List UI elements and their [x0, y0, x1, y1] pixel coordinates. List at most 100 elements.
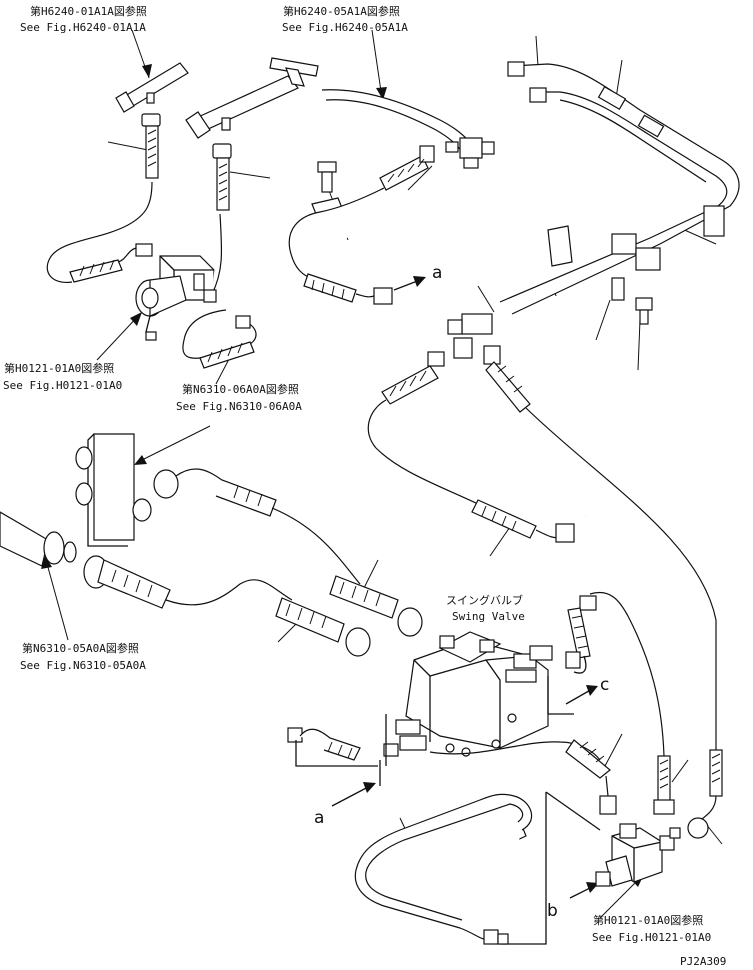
- hose-hatch: [147, 129, 157, 167]
- hose-hatch: [111, 569, 153, 598]
- figure-code: PJ2A309: [680, 955, 726, 968]
- lower-valve-port: [619, 823, 637, 839]
- pipe-upper-hatched: [329, 575, 399, 619]
- swing-valve-lower-hoses: [287, 591, 723, 839]
- hose-hatch: [481, 505, 517, 532]
- hose-to-lower-valve: [429, 741, 601, 761]
- hose-right-loop-bend: [573, 655, 587, 674]
- long-hose-hatch: [497, 365, 523, 393]
- arrow-c-right-head: [586, 685, 598, 696]
- leader-arrowhead: [376, 87, 387, 100]
- pipe-clamp-block: [703, 205, 725, 237]
- ref-h6240-01a1a-jp: 第H6240-01A1A図参照: [30, 4, 147, 18]
- connection-letter-a-bottom: a: [314, 808, 324, 828]
- bracket-line-b-2: [545, 791, 601, 831]
- hose-loop-bend: [117, 247, 137, 263]
- pipe-upper-nut: [397, 607, 423, 637]
- hose-hatch: [233, 485, 263, 507]
- plate-fitting: [75, 446, 93, 470]
- tee-pipe-branch: [269, 57, 319, 77]
- leader-line: [604, 733, 623, 767]
- pipe-c-loop-inner: [365, 803, 524, 921]
- hose-right-loop-end-nut: [565, 651, 581, 669]
- clamp-bracket: [547, 225, 573, 267]
- pipe-upper: [175, 468, 277, 517]
- leader-line: [229, 171, 271, 179]
- pipe-end-nut: [507, 61, 525, 77]
- pipe-bundle-inner: [499, 91, 728, 303]
- tee-pipe-stub: [221, 117, 231, 131]
- ref-h0121-01a0-top-jp: 第H0121-01A0図参照: [4, 361, 114, 375]
- pipe-lower-hatched-2: [275, 597, 345, 643]
- swing-valve: [383, 631, 553, 757]
- swing-valve-bolt: [507, 713, 517, 723]
- plate-fitting: [132, 498, 152, 522]
- ref-h0121-01a0-bottom: 第H0121-01A0図参照 See Fig.H0121-01A0: [592, 913, 711, 944]
- ref-n6310-05a0a-en: See Fig.N6310-05A0A: [20, 659, 146, 672]
- arrow-a-top-head: [413, 276, 426, 287]
- swing-valve-spool: [529, 645, 553, 661]
- leader-line: [371, 29, 383, 99]
- ref-n6310-06a0a: 第N6310-06A0A図参照 See Fig.N6310-06A0A: [176, 382, 302, 413]
- lower-valve-cap: [669, 827, 681, 839]
- wall-plate: [93, 433, 135, 541]
- leader-arrowhead: [41, 556, 52, 569]
- upper-left-pipe: [124, 62, 189, 107]
- pipe-end-nut: [529, 87, 547, 103]
- hose-loop-left: [46, 181, 153, 284]
- leader-line: [96, 313, 141, 361]
- hose-nut-left: [287, 727, 303, 743]
- ref-n6310-06a0a-en: See Fig.N6310-06A0A: [176, 400, 302, 413]
- right-tee-cap: [481, 141, 495, 155]
- pipe-end-nut-lower: [453, 337, 473, 359]
- hose-hatch: [285, 603, 327, 629]
- connection-letter-c-right: c: [600, 675, 609, 695]
- center-right-hose-b: [367, 345, 717, 750]
- leader-arrowhead: [142, 64, 152, 78]
- ref-h6240-05a1a-en: See Fig.H6240-05A1A: [282, 21, 408, 34]
- hose-hatch: [711, 753, 721, 783]
- hose-right-loop: [589, 591, 665, 757]
- connection-letter-a-top: a: [432, 263, 442, 283]
- pipe-lower-mid: [165, 579, 293, 606]
- swing-valve-bolt: [445, 743, 455, 753]
- swing-valve-label-jp: スイングバルブ: [446, 593, 523, 607]
- hose-loop-left-hatched: [69, 259, 123, 283]
- pipe-clamp-block: [611, 233, 637, 255]
- hose-long-end: [709, 749, 723, 797]
- hose-long-end-nut: [687, 817, 709, 839]
- bolt-shank-right: [639, 309, 649, 325]
- swing-valve-fitting: [395, 719, 421, 735]
- center-clamp-hose: [288, 145, 435, 305]
- top-right-pipe-bundle: [447, 61, 740, 359]
- hose-loop-nut: [135, 243, 153, 257]
- pipe-clamp: [597, 85, 627, 111]
- ref-n6310-05a0a-jp: 第N6310-05A0A図参照: [22, 641, 139, 655]
- solenoid-port: [193, 273, 205, 291]
- hose-hatched-b: [471, 499, 537, 539]
- swing-valve-side-edge: [485, 659, 501, 748]
- top-tee-pipe: [185, 57, 495, 169]
- ref-h0121-01a0-top: 第H0121-01A0図参照 See Fig.H0121-01A0: [3, 361, 122, 392]
- pipe-clamp-block: [635, 247, 661, 271]
- ref-h6240-05a1a: 第H6240-05A1A図参照 See Fig.H6240-05A1A: [282, 4, 408, 34]
- pipe-stub: [146, 92, 155, 104]
- long-hose-nut: [483, 345, 501, 365]
- hose-hatch: [389, 370, 427, 397]
- tee-pipe-nut: [185, 111, 211, 139]
- left-wall-plate: [0, 433, 423, 657]
- solenoid-assembly-top: [46, 181, 257, 369]
- leader-line: [679, 227, 717, 245]
- hose-hatch: [311, 279, 345, 300]
- pipe-end-nut: [447, 319, 463, 335]
- hose-b-nut: [555, 523, 575, 543]
- swing-valve-fitting-nut: [383, 743, 399, 757]
- long-hose-hatched: [485, 361, 531, 413]
- solenoid-coil-face: [141, 287, 159, 309]
- hose-lower-nut: [373, 287, 393, 305]
- leader-line: [489, 523, 513, 557]
- arrow-a-bottom-shaft: [331, 785, 371, 807]
- connection-letter-b-bottom: b: [547, 901, 558, 921]
- swing-valve-label-en: Swing Valve: [452, 610, 525, 623]
- bolt-head-right: [635, 297, 653, 311]
